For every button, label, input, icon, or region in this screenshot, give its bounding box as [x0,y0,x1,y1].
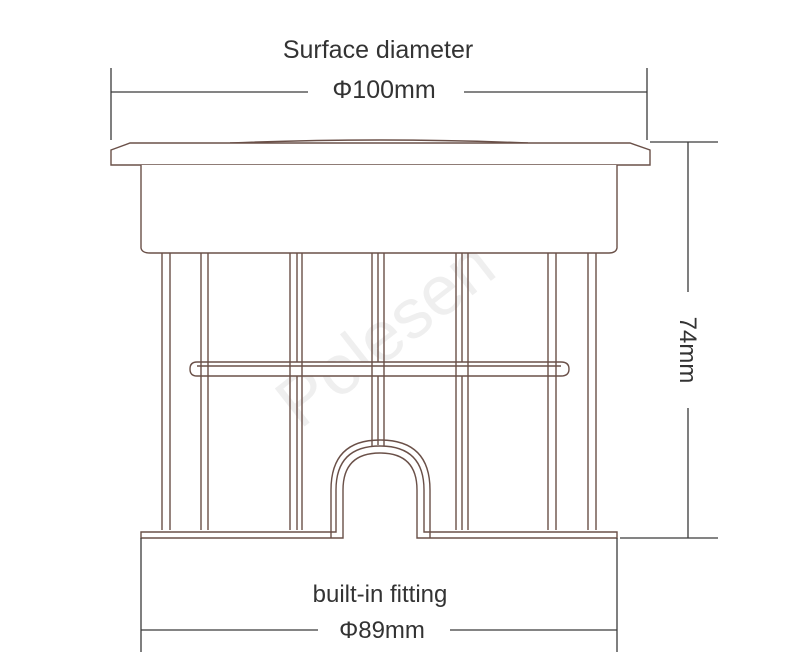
bottom-dimension-caption: built-in fitting [313,581,448,608]
fitting-outline [140,538,618,652]
lens-top [229,139,529,144]
base-plate-with-arch [140,445,618,539]
top-dimension-caption: Surface diameter [283,36,473,64]
height-dimension-value: 74mm [674,317,701,384]
cage-rods-over-ring [200,362,557,376]
lamp-body [110,139,651,539]
top-flange [110,142,651,166]
upper-housing [140,165,618,254]
top-dimension [110,68,648,140]
top-dimension-value: Φ100mm [332,76,435,104]
arch-inner-line [330,439,431,538]
cage-rods [161,253,597,530]
bottom-dimension-value: Φ89mm [339,617,425,644]
watermark: Polesen [261,225,508,442]
height-dimension [620,141,718,539]
cage-ring [189,361,570,377]
